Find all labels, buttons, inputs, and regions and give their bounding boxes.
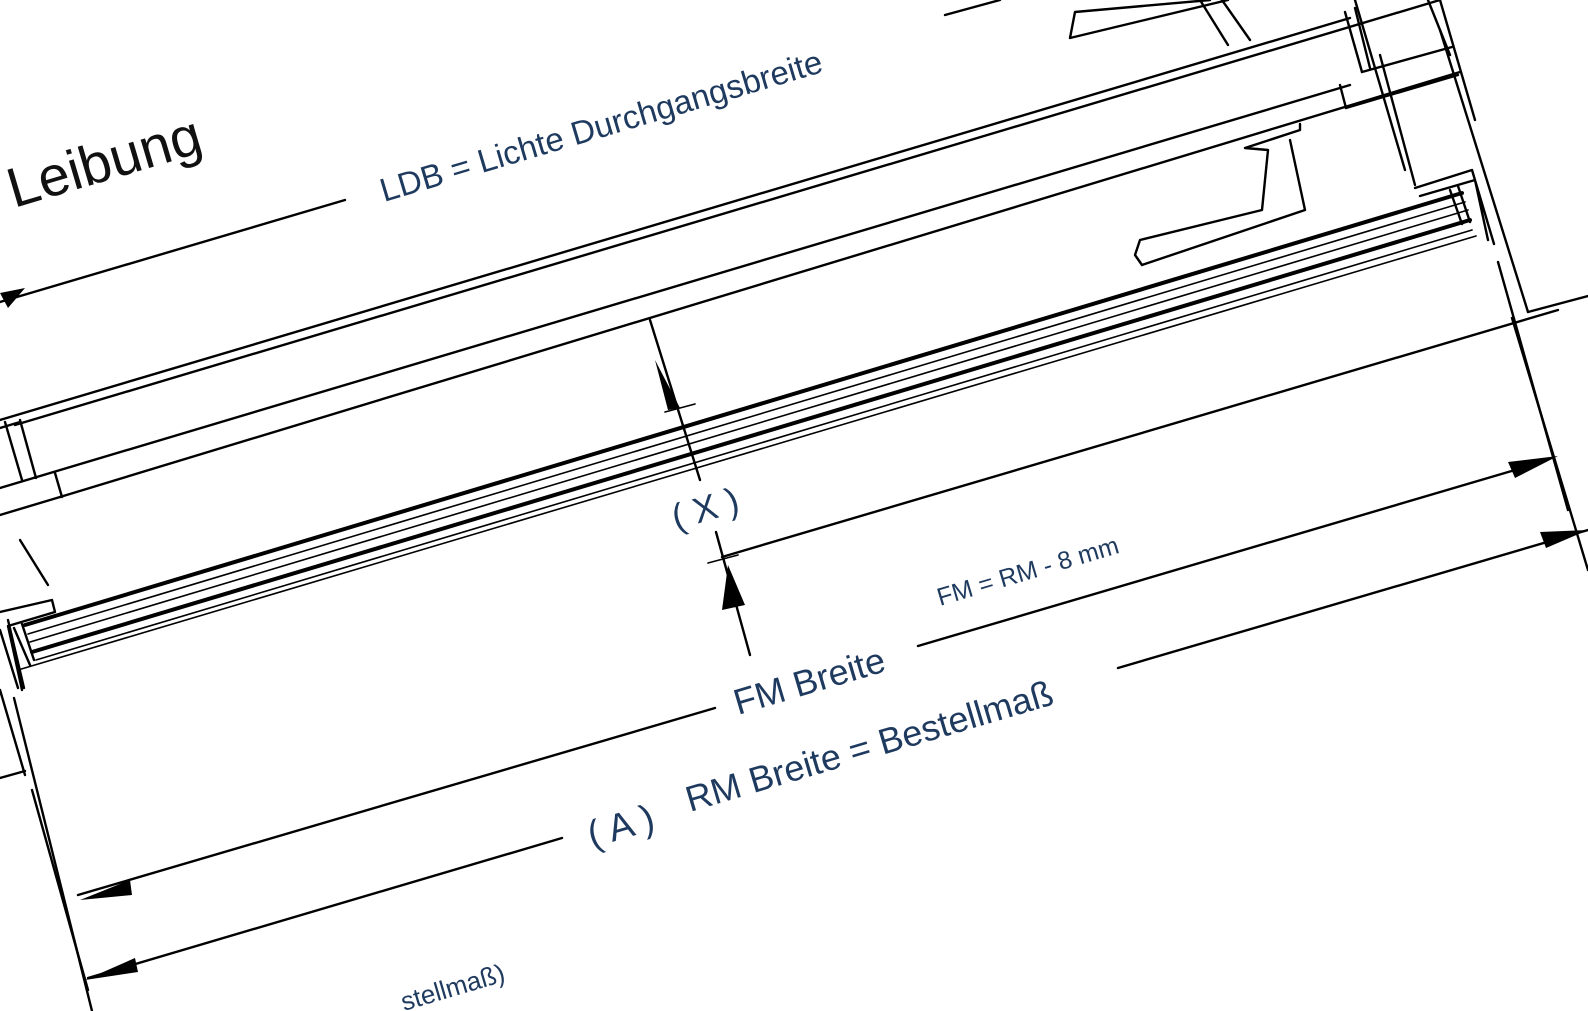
extension-lines [0, 260, 1588, 1011]
x-dimension [655, 360, 745, 610]
ldb-dimension-line [0, 198, 347, 308]
label-x-marker: ( X ) [667, 479, 744, 538]
door-frame [0, 0, 1588, 517]
label-bottom-partial: stellmaß) [397, 958, 508, 1011]
rm-dimension-line [85, 468, 1588, 980]
door-handle-middle [1133, 122, 1307, 267]
label-a-marker: ( A ) [583, 797, 660, 856]
label-fm-formula: FM = RM - 8 mm [934, 531, 1122, 611]
label-leibung: Leibung [0, 102, 209, 219]
door-handle-top [1068, 0, 1252, 47]
door-leaf [17, 191, 1477, 671]
end-cap-left [0, 598, 57, 692]
end-cap-right [1413, 168, 1496, 246]
label-fm-breite: FM Breite [729, 639, 890, 723]
label-ldb: LDB = Lichte Durchgangsbreite [375, 43, 826, 209]
fm-dimension-line [76, 308, 1560, 900]
